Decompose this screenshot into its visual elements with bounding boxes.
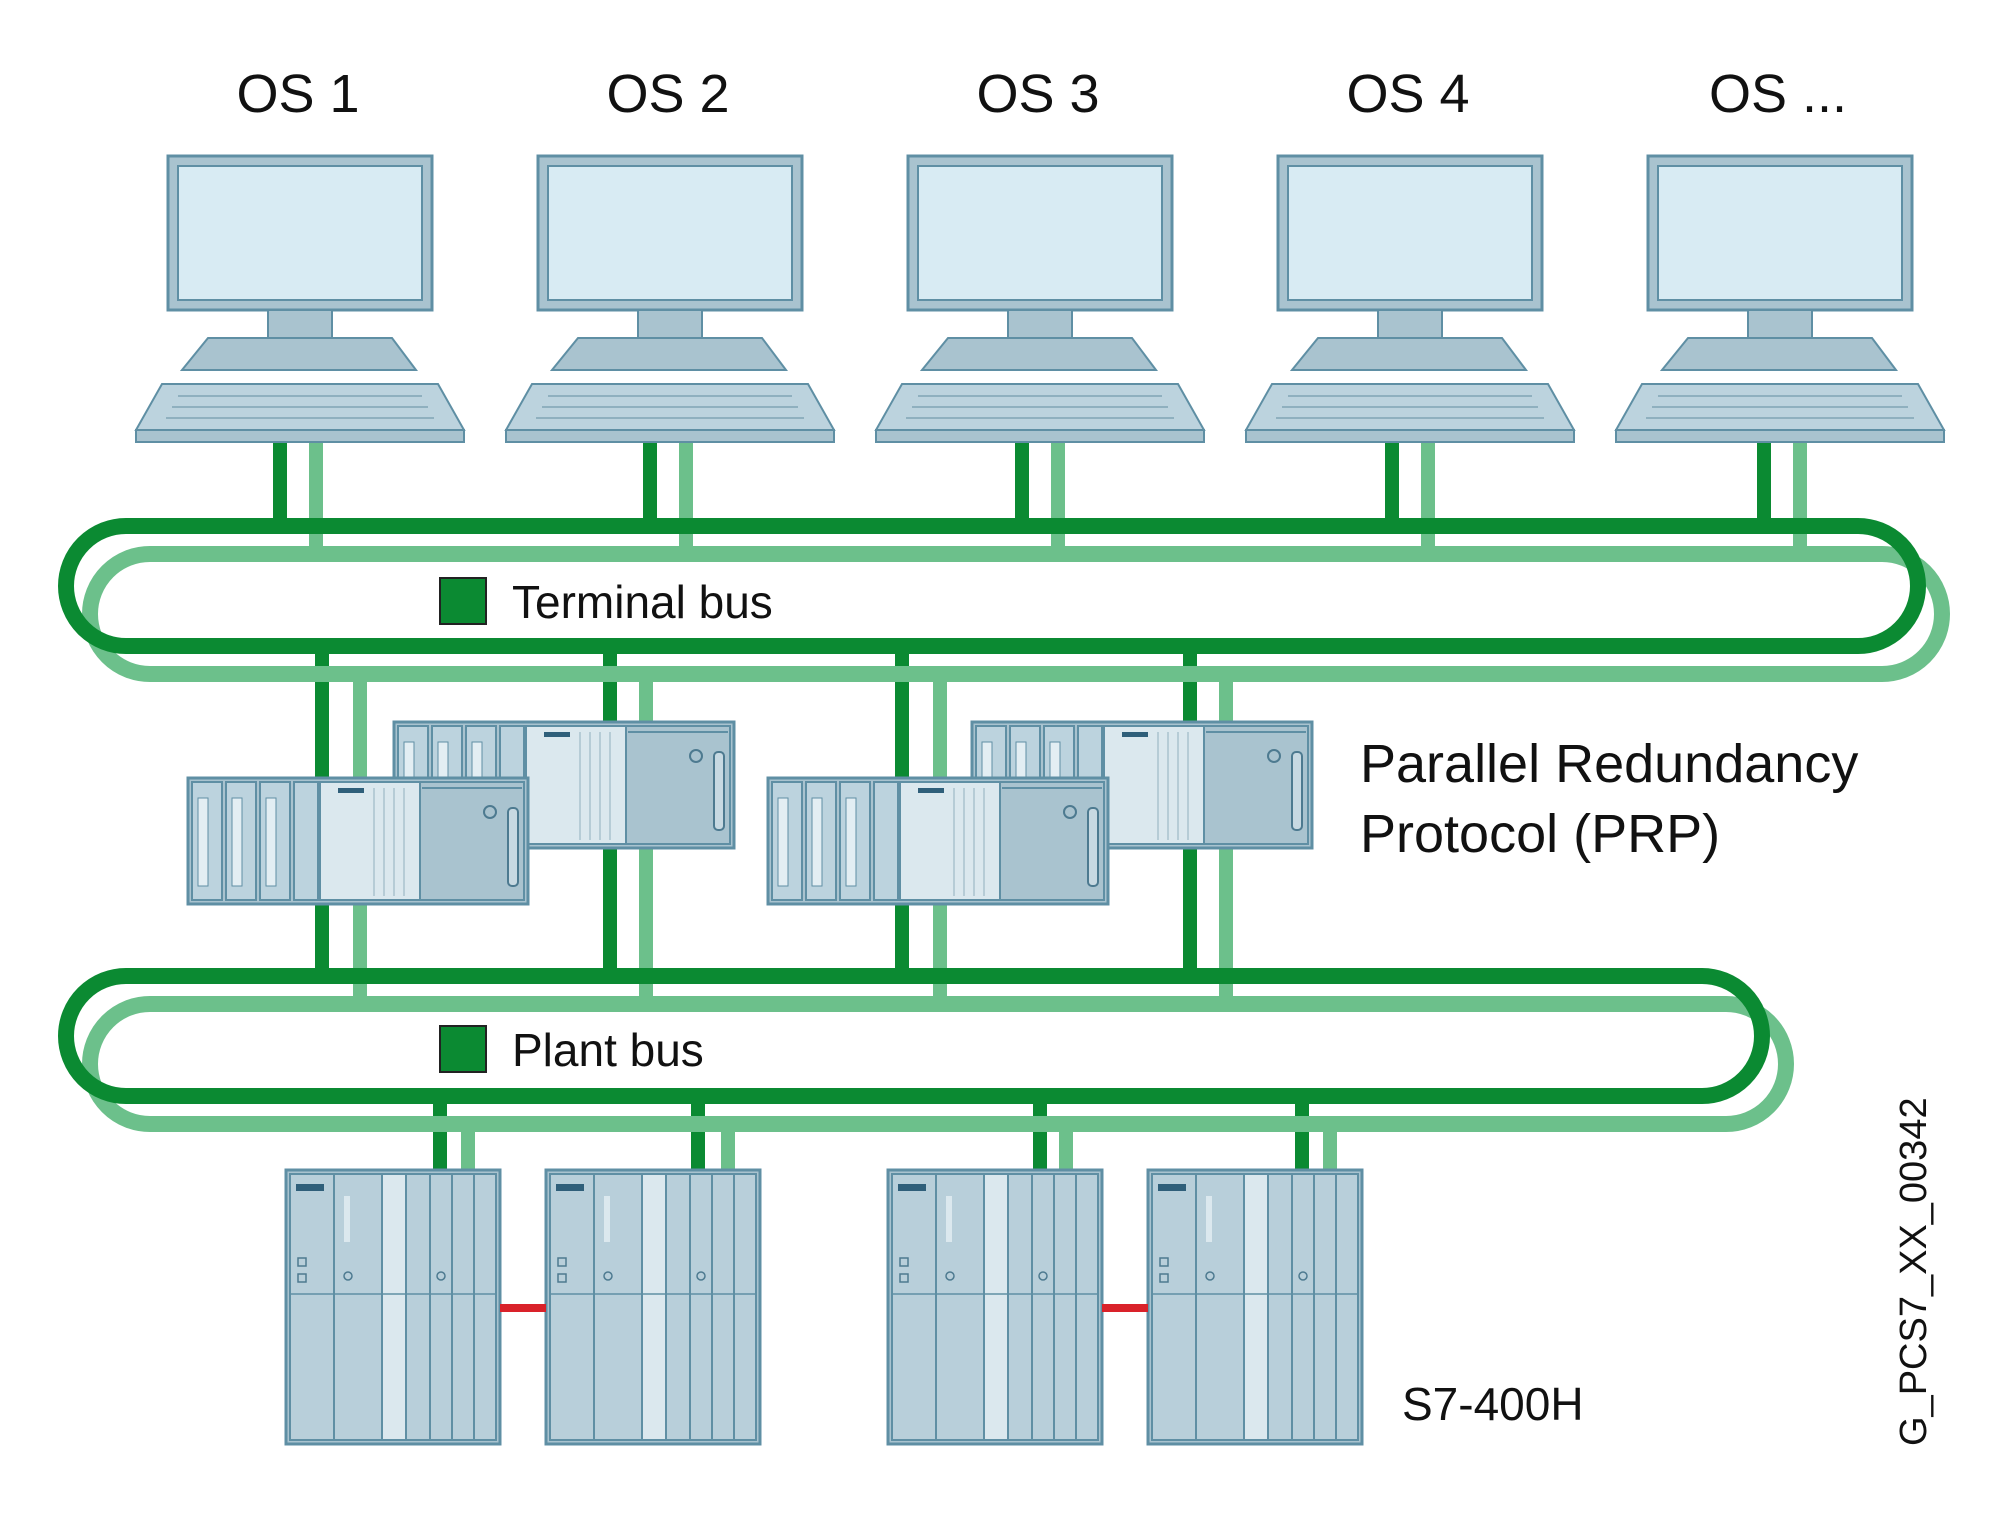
prp-label-line1: Parallel Redundancy: [1360, 734, 1858, 794]
workstation-1: OS 1: [134, 64, 466, 443]
workstation-label: OS 1: [236, 64, 359, 124]
workstation-5: OS ...: [1614, 64, 1946, 443]
controller-label: S7-400H: [1402, 1378, 1584, 1430]
plc-2: [544, 1168, 762, 1446]
plant-bus-loop-b: [82, 996, 1794, 1132]
workstation-label: OS ...: [1709, 64, 1847, 124]
plant-bus-label: Plant bus: [512, 1024, 704, 1076]
terminal-bus: Terminal bus: [58, 518, 1950, 682]
computer-monitor-keyboard-icon: [1614, 154, 1946, 443]
computer-monitor-keyboard-icon: [1244, 154, 1576, 443]
controllers: [284, 1168, 1364, 1446]
terminal-bus-loop-b: [82, 546, 1950, 682]
computer-monitor-keyboard-icon: [874, 154, 1206, 443]
plant-bus-loop-a: [58, 968, 1770, 1104]
terminal-bus-label: Terminal bus: [512, 576, 773, 628]
workstation-label: OS 3: [976, 64, 1099, 124]
plc-1: [284, 1168, 502, 1446]
workstation-label: OS 4: [1346, 64, 1469, 124]
workstation-3: OS 3: [874, 64, 1206, 443]
server-2-front: [766, 776, 1110, 906]
plc-4: [1146, 1168, 1364, 1446]
s7-400h-pair-1: [284, 1168, 762, 1446]
computer-monitor-keyboard-icon: [134, 154, 466, 443]
prp-label-line2: Protocol (PRP): [1360, 804, 1720, 864]
server-1-front: [186, 776, 530, 906]
computer-monitor-keyboard-icon: [504, 154, 836, 443]
plant-bus: Plant bus: [58, 968, 1794, 1132]
s7-400h-pair-2: [886, 1168, 1364, 1446]
terminal-bus-marker: [439, 577, 487, 625]
controller-connection-lines: [433, 1094, 1337, 1176]
plc-3: [886, 1168, 1104, 1446]
workstation-4: OS 4: [1244, 64, 1576, 443]
workstation-label: OS 2: [606, 64, 729, 124]
workstations: OS 1 OS 2 OS 3 OS 4 OS ...: [134, 64, 1946, 443]
workstation-2: OS 2: [504, 64, 836, 443]
workstation-drop-lines: [273, 442, 1807, 554]
plant-bus-marker: [439, 1025, 487, 1073]
drawing-id: G_PCS7_XX_00342: [1893, 1097, 1935, 1446]
terminal-bus-loop-a: [58, 518, 1926, 654]
